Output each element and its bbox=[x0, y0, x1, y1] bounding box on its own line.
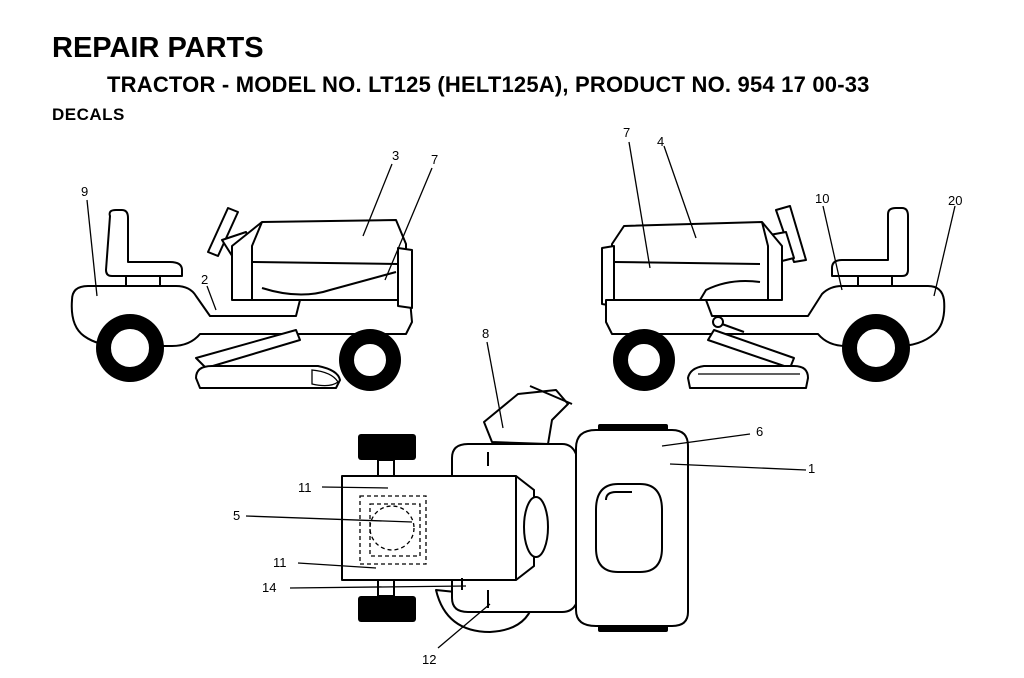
callout-7-left: 7 bbox=[431, 152, 438, 167]
callout-4: 4 bbox=[657, 134, 664, 149]
section-label: DECALS bbox=[52, 105, 125, 124]
callout-8: 8 bbox=[482, 326, 489, 341]
tractor-left-side-view bbox=[70, 163, 433, 391]
callout-3: 3 bbox=[392, 148, 399, 163]
callout-5: 5 bbox=[233, 508, 240, 523]
callout-2: 2 bbox=[201, 272, 208, 287]
page-title: REPAIR PARTS bbox=[52, 32, 264, 64]
callout-20: 20 bbox=[948, 193, 962, 208]
callout-12: 12 bbox=[422, 652, 436, 667]
tractor-right-side-view bbox=[601, 141, 956, 391]
callout-9: 9 bbox=[81, 184, 88, 199]
callout-7-right: 7 bbox=[623, 125, 630, 140]
callout-6: 6 bbox=[756, 424, 763, 439]
callout-10: 10 bbox=[815, 191, 829, 206]
page-subtitle: TRACTOR - MODEL NO. LT125 (HELT125A), PR… bbox=[107, 72, 870, 97]
callout-1: 1 bbox=[808, 461, 815, 476]
callout-11-top: 11 bbox=[298, 480, 312, 495]
tractor-top-view bbox=[245, 341, 807, 649]
callout-11-bottom: 11 bbox=[273, 555, 287, 570]
callout-14: 14 bbox=[262, 580, 276, 595]
